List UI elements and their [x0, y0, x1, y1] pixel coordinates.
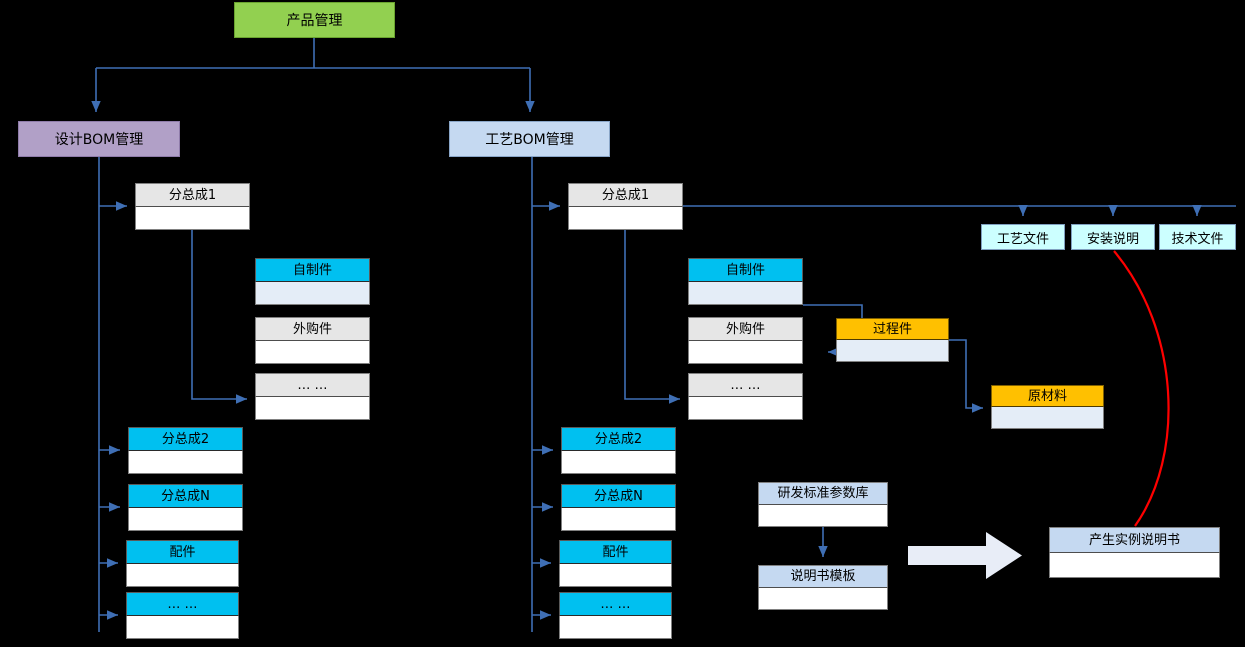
rd-standard-parameter-db-node[interactable]: 研发标准参数库 — [758, 482, 888, 527]
right-self-made-part-node[interactable]: 自制件 — [688, 258, 803, 305]
wire-process-to-raw-material — [949, 339, 983, 413]
right-sub-assembly-n-header: 分总成N — [561, 484, 676, 508]
left-self-made-part-header: 自制件 — [255, 258, 370, 282]
generated-instance-manual-body[interactable] — [1049, 553, 1220, 578]
right-sub-assembly-2-body[interactable] — [561, 451, 676, 474]
right-other-part-body[interactable] — [688, 397, 803, 420]
left-sub-assembly-2-header: 分总成2 — [128, 427, 243, 451]
left-sub-assembly-1-header: 分总成1 — [135, 183, 250, 207]
right-purchased-part-body[interactable] — [688, 341, 803, 364]
left-accessory-node[interactable]: 配件 — [126, 540, 239, 587]
design-bom-label: 设计BOM管理 — [54, 132, 144, 148]
technical-document-node[interactable]: 技术文件 — [1159, 224, 1236, 250]
right-sub-assembly-1-node[interactable]: 分总成1 — [568, 183, 683, 230]
right-accessory-node[interactable]: 配件 — [559, 540, 672, 587]
process-bom-node[interactable]: 工艺BOM管理 — [449, 121, 610, 157]
technical-document-label: 技术文件 — [1171, 231, 1224, 247]
left-accessory-header: 配件 — [126, 540, 239, 564]
manual-template-node[interactable]: 说明书模板 — [758, 565, 888, 610]
wire-left-sub1-to-parts — [191, 229, 247, 404]
left-self-made-part-body[interactable] — [255, 282, 370, 305]
left-accessory-body[interactable] — [126, 564, 239, 587]
right-sub-assembly-2-header: 分总成2 — [561, 427, 676, 451]
process-bom-label: 工艺BOM管理 — [485, 132, 574, 148]
left-self-made-part-node[interactable]: 自制件 — [255, 258, 370, 305]
left-others-body[interactable] — [126, 616, 239, 639]
process-document-label: 工艺文件 — [996, 231, 1049, 247]
left-sub-assembly-1-node[interactable]: 分总成1 — [135, 183, 250, 230]
left-sub-assembly-1-body[interactable] — [135, 207, 250, 230]
rd-standard-parameter-db-body[interactable] — [758, 505, 888, 527]
process-part-node[interactable]: 过程件 — [836, 318, 949, 362]
product-management-label: 产品管理 — [286, 13, 343, 29]
manual-template-header: 说明书模板 — [758, 565, 888, 588]
highlight-curve-install-to-manual — [1113, 250, 1170, 527]
installation-instruction-node[interactable]: 安装说明 — [1071, 224, 1155, 250]
raw-material-node[interactable]: 原材料 — [991, 385, 1104, 429]
right-purchased-part-node[interactable]: 外购件 — [688, 317, 803, 364]
process-document-node[interactable]: 工艺文件 — [981, 224, 1065, 250]
left-purchased-part-body[interactable] — [255, 341, 370, 364]
right-sub-assembly-n-node[interactable]: 分总成N — [561, 484, 676, 531]
left-other-part-header: … … — [255, 373, 370, 397]
manual-template-body[interactable] — [758, 588, 888, 610]
product-management-node[interactable]: 产品管理 — [234, 2, 395, 38]
right-others-body[interactable] — [559, 616, 672, 639]
right-others-node[interactable]: … … — [559, 592, 672, 639]
wire-right-sub1-to-parts — [624, 229, 680, 404]
generated-instance-manual-node[interactable]: 产生实例说明书 — [1049, 527, 1220, 578]
left-purchased-part-node[interactable]: 外购件 — [255, 317, 370, 364]
generate-arrow — [908, 532, 1022, 579]
right-sub-assembly-2-node[interactable]: 分总成2 — [561, 427, 676, 474]
left-other-part-body[interactable] — [255, 397, 370, 420]
left-sub-assembly-n-body[interactable] — [128, 508, 243, 531]
right-accessory-header: 配件 — [559, 540, 672, 564]
right-others-header: … … — [559, 592, 672, 616]
right-sub-assembly-n-body[interactable] — [561, 508, 676, 531]
right-self-made-part-header: 自制件 — [688, 258, 803, 282]
left-sub-assembly-2-body[interactable] — [128, 451, 243, 474]
design-bom-node[interactable]: 设计BOM管理 — [18, 121, 180, 157]
installation-instruction-label: 安装说明 — [1086, 231, 1139, 247]
right-self-made-part-body[interactable] — [688, 282, 803, 305]
right-sub-assembly-1-body[interactable] — [568, 207, 683, 230]
right-purchased-part-header: 外购件 — [688, 317, 803, 341]
left-other-part-node[interactable]: … … — [255, 373, 370, 420]
left-others-header: … … — [126, 592, 239, 616]
right-other-part-header: … … — [688, 373, 803, 397]
left-sub-assembly-2-node[interactable]: 分总成2 — [128, 427, 243, 474]
rd-standard-parameter-db-header: 研发标准参数库 — [758, 482, 888, 505]
left-purchased-part-header: 外购件 — [255, 317, 370, 341]
left-sub-assembly-n-node[interactable]: 分总成N — [128, 484, 243, 531]
right-accessory-body[interactable] — [559, 564, 672, 587]
process-part-header: 过程件 — [836, 318, 949, 340]
raw-material-header: 原材料 — [991, 385, 1104, 407]
right-other-part-node[interactable]: … … — [688, 373, 803, 420]
process-part-body[interactable] — [836, 340, 949, 362]
generated-instance-manual-header: 产生实例说明书 — [1049, 527, 1220, 553]
left-others-node[interactable]: … … — [126, 592, 239, 639]
left-sub-assembly-n-header: 分总成N — [128, 484, 243, 508]
right-sub-assembly-1-header: 分总成1 — [568, 183, 683, 207]
raw-material-body[interactable] — [991, 407, 1104, 429]
